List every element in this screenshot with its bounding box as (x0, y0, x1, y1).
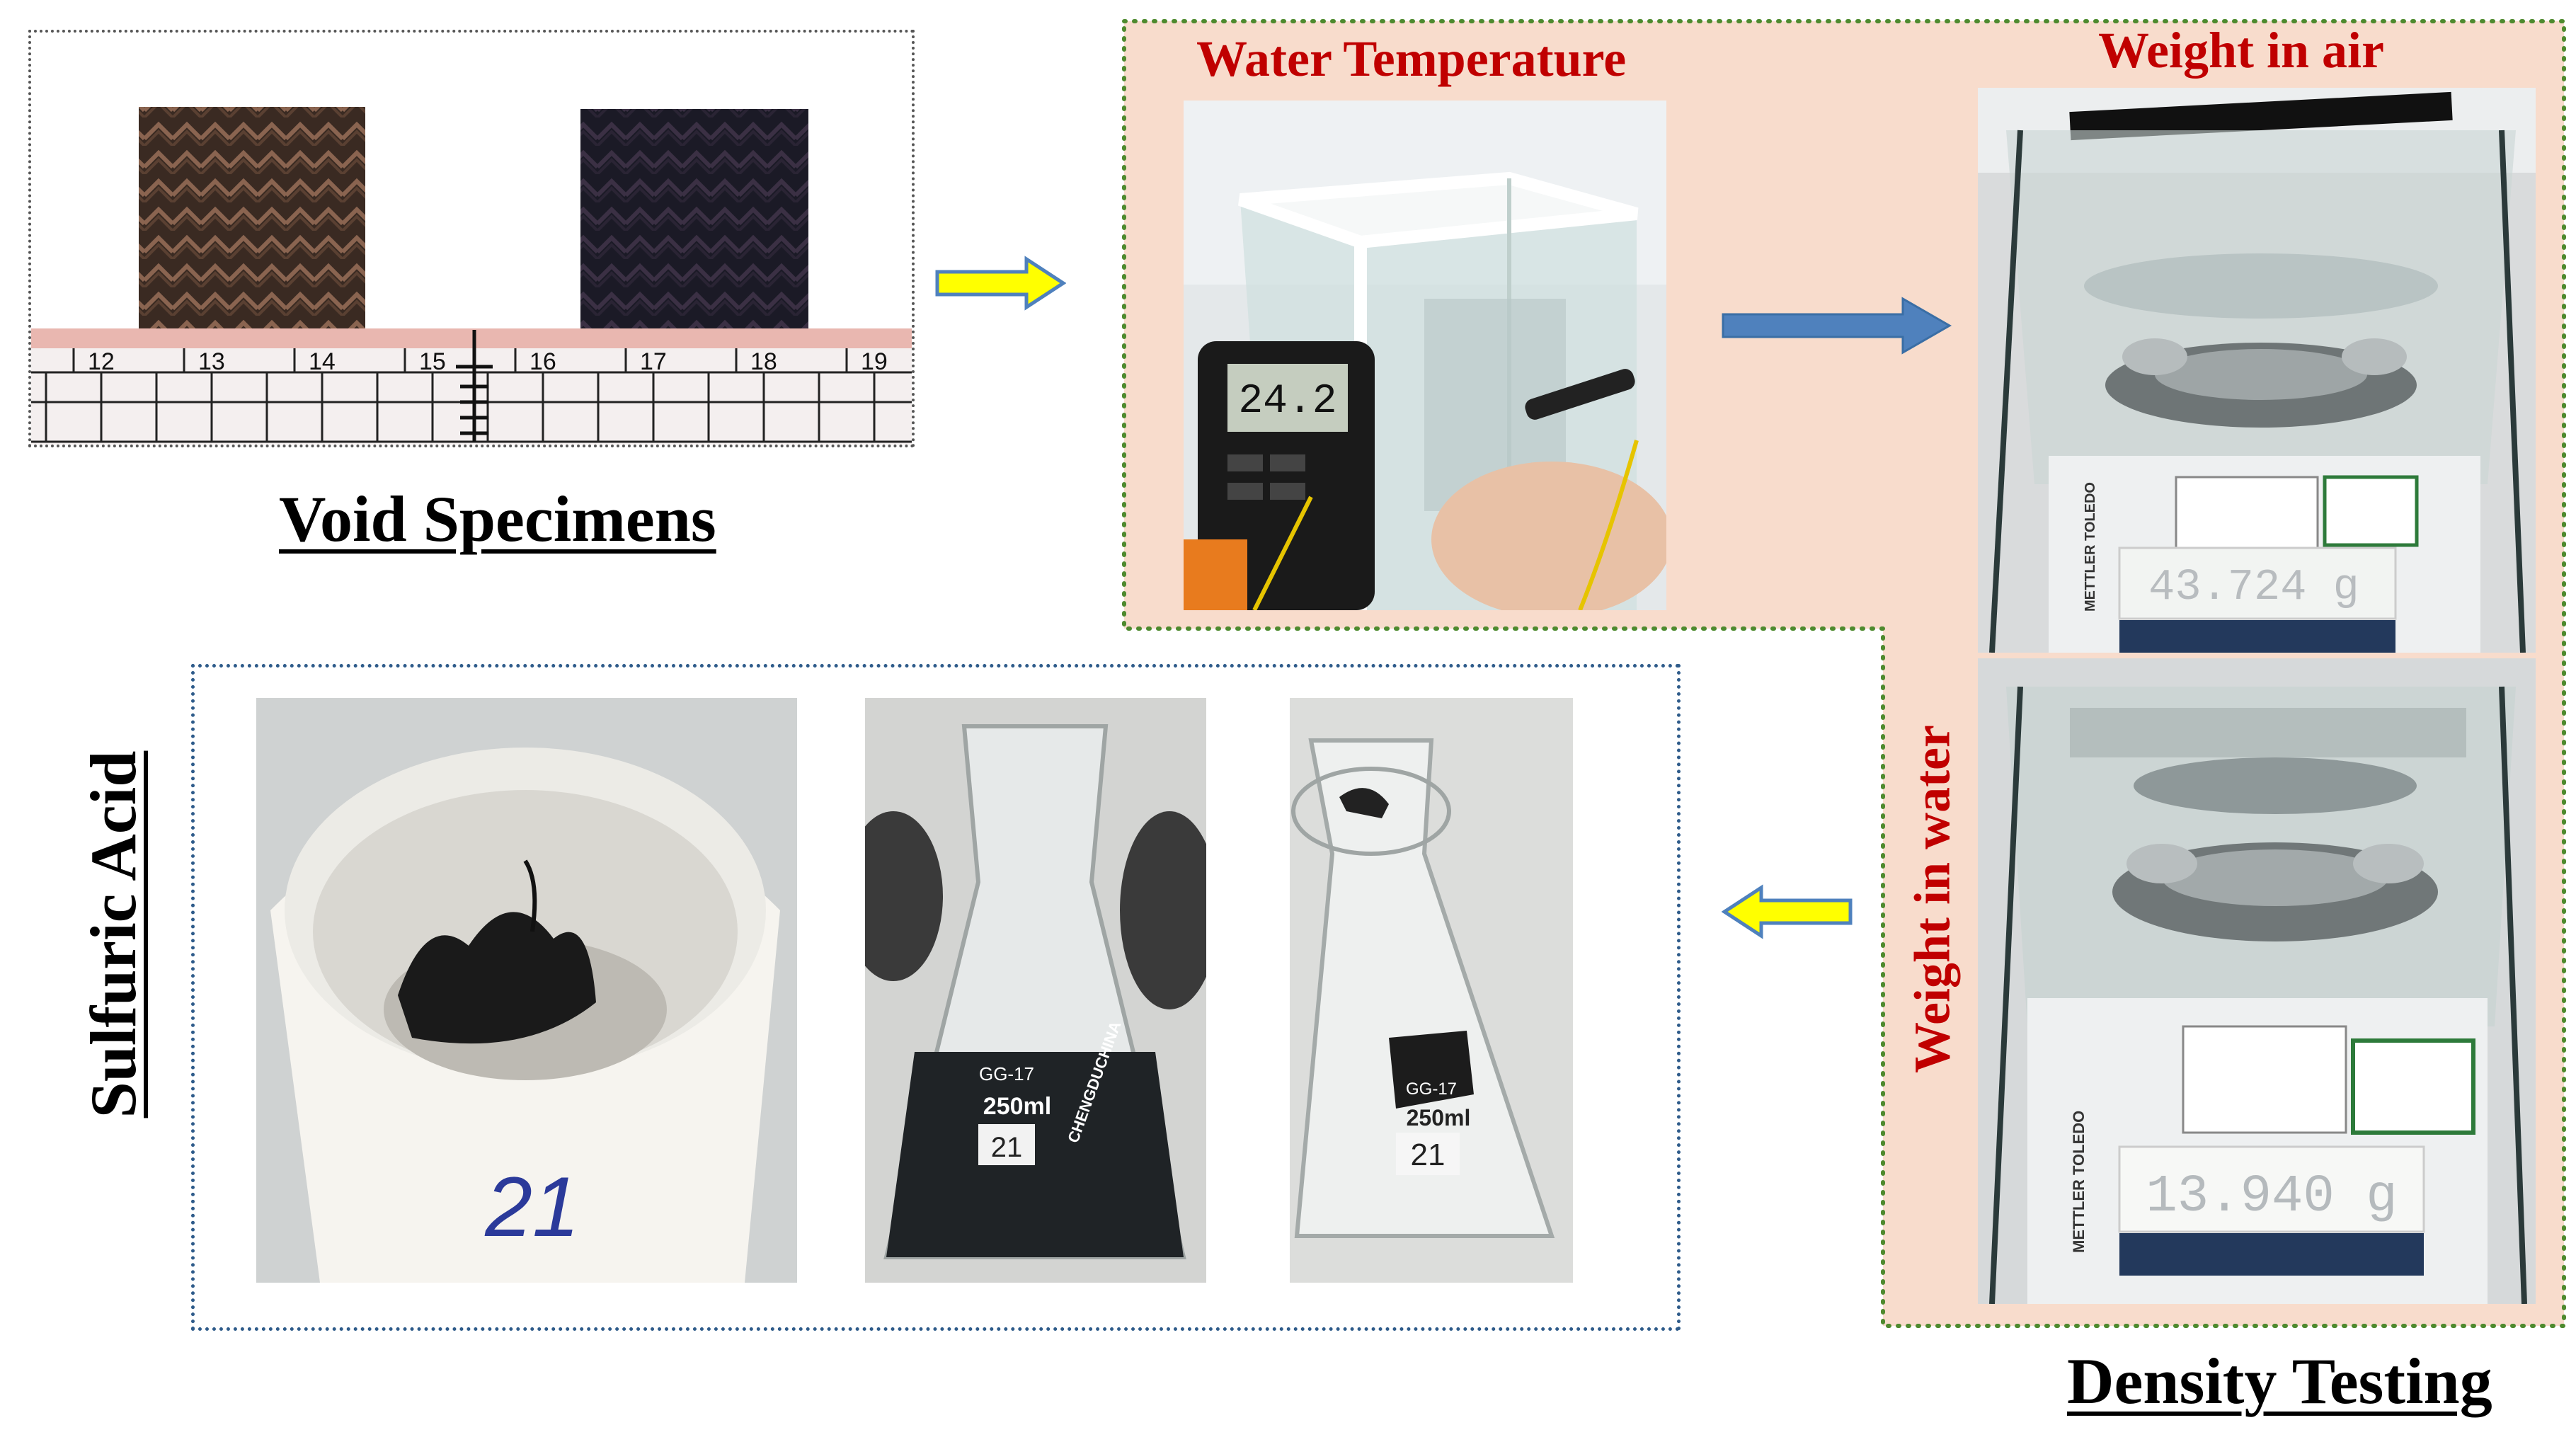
brand-label-air: METTLER TOLEDO (2083, 482, 2098, 612)
thermometer-reading: 24.2 (1238, 379, 1336, 425)
scale-reading-air: 43.724 g (2148, 562, 2359, 612)
flask-clear-photo: GG-17 250ml 21 (1290, 698, 1573, 1283)
ruler-tick-label: 16 (529, 348, 556, 375)
water-temperature-label: Water Temperature (1196, 30, 1627, 87)
weight-in-water-label: Weight in water (1904, 725, 1961, 1073)
svg-text:GG-17: GG-17 (1406, 1080, 1457, 1099)
crucible-photo: 21 (256, 698, 797, 1283)
ruler-tick-label: 15 (419, 348, 446, 375)
void-specimens-frame (28, 30, 915, 447)
scale-reading-water: 13.940 g (2146, 1167, 2397, 1227)
arrow-to-weight (1722, 297, 1952, 355)
ruler-tick-label: 14 (309, 348, 336, 375)
water-temperature-photo: 24.2 (1184, 101, 1666, 610)
crucible-id: 21 (484, 1160, 579, 1254)
sulfuric-acid-title: Sulfuric Acid (77, 750, 149, 1118)
weight-in-air-label: Weight in air (2098, 22, 2385, 79)
svg-text:GG-17: GG-17 (979, 1063, 1034, 1084)
ruler-tick-label: 18 (750, 348, 777, 375)
ruler-tick-label: 17 (640, 348, 667, 375)
svg-text:21: 21 (991, 1132, 1023, 1163)
density-testing-title: Density Testing (2067, 1345, 2492, 1417)
svg-text:21: 21 (1411, 1138, 1446, 1172)
void-specimens-title: Void Specimens (279, 483, 716, 555)
svg-text:250ml: 250ml (983, 1093, 1051, 1120)
weight-in-air-photo: 43.724 g METTLER TOLEDO (1978, 88, 2536, 653)
acid-frame (191, 664, 1681, 1331)
svg-text:250ml: 250ml (1407, 1105, 1471, 1130)
ruler-tick-label: 13 (198, 348, 225, 375)
ruler-tick-label: 19 (861, 348, 888, 375)
void-specimens-photo: 12 13 14 15 16 17 18 19 (31, 33, 912, 445)
specimen-right (580, 109, 808, 336)
arrow-to-acid (1722, 884, 1853, 939)
brand-label-water: METTLER TOLEDO (2070, 1111, 2088, 1253)
arrow-to-density (935, 256, 1066, 311)
flask-acid-photo: GG-17 250ml CHENGDUCHINA 21 (865, 698, 1206, 1283)
specimen-left (139, 107, 365, 335)
ruler-tick-label: 12 (88, 348, 115, 375)
weight-in-water-photo: 13.940 g METTLER TOLEDO (1978, 658, 2536, 1304)
